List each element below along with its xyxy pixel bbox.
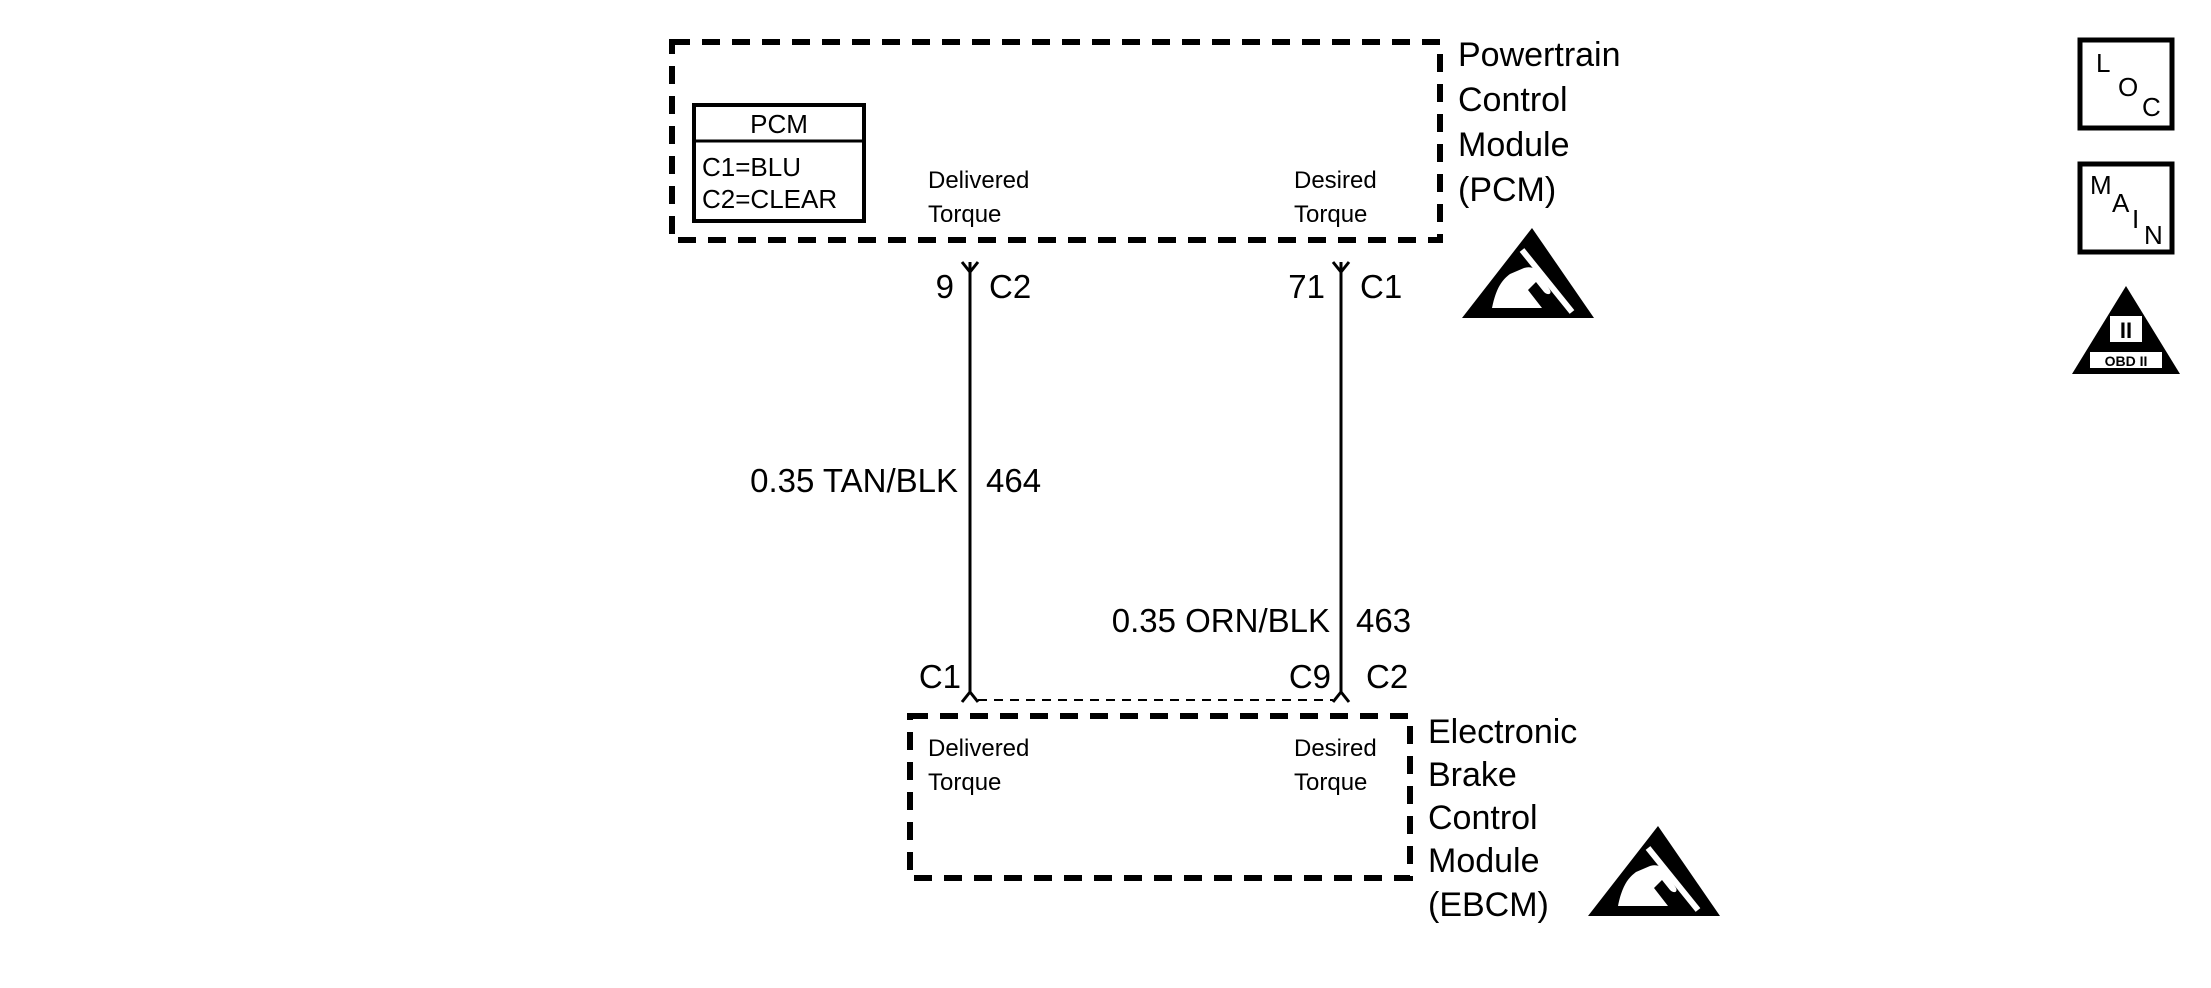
ebcm-left-pin: C1 [919, 658, 961, 695]
svg-text:II: II [2120, 318, 2132, 343]
main-icon[interactable]: M A I N [2077, 161, 2175, 255]
ebcm-name-line-2: Brake [1428, 756, 1517, 794]
ebcm-name: Electronic Brake Control Module (EBCM) [1428, 713, 1577, 924]
ebcm-right-connector: C2 [1366, 658, 1408, 695]
pcm-right-connector: C1 [1360, 268, 1402, 305]
wire-463-circuit: 463 [1356, 602, 1411, 639]
svg-text:O: O [2118, 72, 2138, 102]
pcm-left-connector: C2 [989, 268, 1031, 305]
pcm-module-outline [669, 39, 1443, 243]
svg-text:I: I [2132, 204, 2139, 234]
ebcm-delivered-torque-label-1: Delivered [928, 735, 1029, 762]
pcm-terminal-right [1331, 261, 1351, 275]
ebcm-terminal-left [960, 689, 980, 703]
wire-463-gauge-color: 0.35 ORN/BLK [1112, 602, 1330, 639]
svg-text:L: L [2096, 48, 2110, 78]
pcm-delivered-torque-label-1: Delivered [928, 167, 1029, 194]
esd-warning-icon [1588, 826, 1720, 916]
pcm-legend-box: PCM C1=BLU C2=CLEAR [692, 103, 866, 223]
pcm-legend-title: PCM [750, 109, 808, 139]
wire-464-circuit: 464 [986, 462, 1041, 499]
ebcm-module-outline [907, 713, 1413, 881]
ebcm-name-line-4: Module [1428, 842, 1540, 880]
ebcm-name-line-1: Electronic [1428, 713, 1577, 751]
ebcm-name-line-3: Control [1428, 799, 1538, 837]
pcm-name-line-3: Module [1458, 126, 1570, 164]
pcm-right-pin: 71 [1288, 268, 1325, 305]
ebcm-desired-torque-label-2: Torque [1294, 769, 1367, 796]
pcm-legend-line-1: C1=BLU [702, 152, 801, 182]
svg-text:A: A [2112, 188, 2130, 218]
ebcm-delivered-torque-label-2: Torque [928, 769, 1001, 796]
pcm-delivered-torque-label-2: Torque [928, 201, 1001, 228]
pcm-desired-torque-label-1: Desired [1294, 167, 1377, 194]
ebcm-right-pin: C9 [1289, 658, 1331, 695]
loc-icon[interactable]: L O C [2077, 37, 2175, 131]
pcm-name-line-4: (PCM) [1458, 171, 1556, 209]
pcm-desired-torque-label-2: Torque [1294, 201, 1367, 228]
wire-464-gauge-color: 0.35 TAN/BLK [750, 462, 958, 499]
svg-text:C: C [2142, 92, 2161, 122]
svg-text:N: N [2144, 220, 2163, 250]
ebcm-terminal-right [1331, 689, 1351, 703]
esd-warning-icon [1462, 228, 1594, 318]
pcm-name-line-1: Powertrain [1458, 36, 1621, 74]
ebcm-name-line-5: (EBCM) [1428, 886, 1549, 924]
pcm-left-pin: 9 [936, 268, 954, 305]
obd-ii-icon[interactable]: II OBD II [2072, 286, 2180, 374]
pcm-terminal-left [960, 261, 980, 275]
ebcm-desired-torque-label-1: Desired [1294, 735, 1377, 762]
svg-text:OBD II: OBD II [2105, 353, 2148, 369]
pcm-name-line-2: Control [1458, 81, 1568, 119]
svg-text:M: M [2090, 170, 2112, 200]
pcm-legend-line-2: C2=CLEAR [702, 184, 837, 214]
pcm-name: Powertrain Control Module (PCM) [1458, 36, 1621, 209]
